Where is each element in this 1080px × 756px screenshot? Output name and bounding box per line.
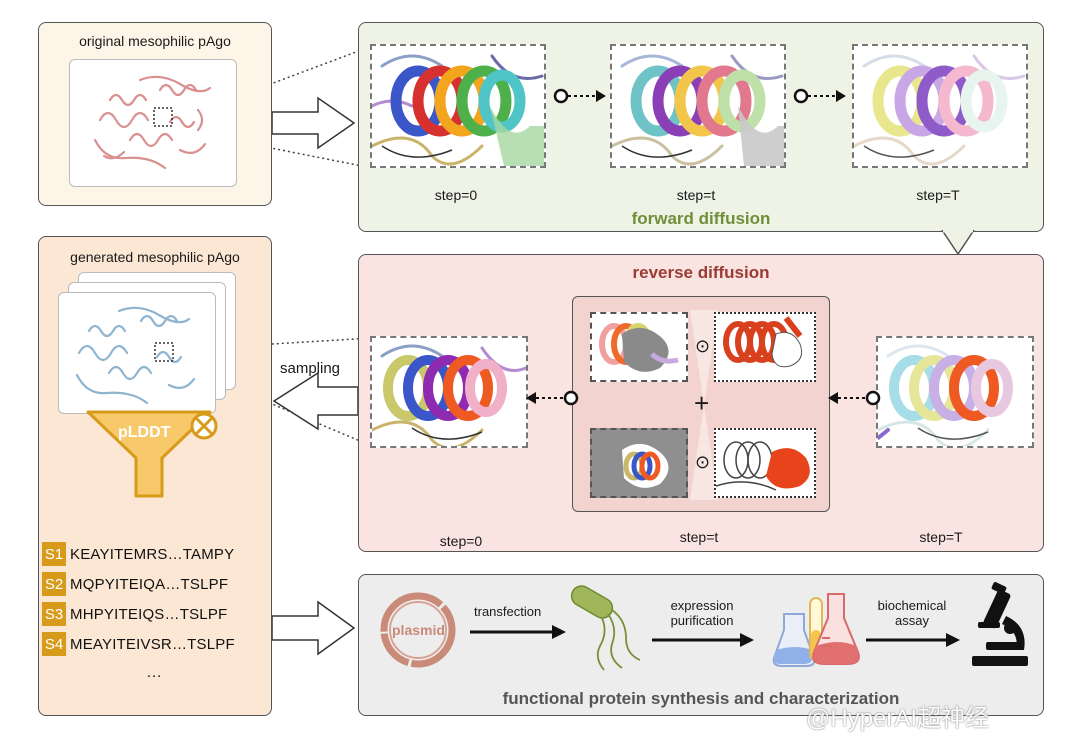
sequence-text: MQPYITEIQA…TSLPF xyxy=(70,575,229,593)
reverse-inner-bottom-left xyxy=(590,428,688,498)
sequence-row-4: S4 MEAYITEIVSR…TSLPF xyxy=(42,632,235,656)
watermark: @HyperAI超神经 xyxy=(806,705,990,732)
arrow-transfection xyxy=(470,625,566,639)
reverse-thumb-step-T xyxy=(876,336,1034,448)
plus-sign: + xyxy=(694,388,710,418)
reverse-thumb-step-0 xyxy=(370,336,528,448)
odot-bottom: ⊙ xyxy=(695,452,711,472)
purification-label: purification xyxy=(670,613,734,628)
reverse-step-0: step=0 xyxy=(439,533,483,549)
sampling-label: sampling xyxy=(280,360,341,377)
transfection-label: transfection xyxy=(474,604,542,619)
arrow-expression xyxy=(652,633,754,647)
reverse-arrow-2 xyxy=(526,390,579,406)
sequence-tag: S1 xyxy=(42,542,66,566)
sequence-text: MEAYITEIVSR…TSLPF xyxy=(70,635,235,653)
assay-label: assay xyxy=(895,613,929,628)
hollow-arrow-left xyxy=(272,371,359,431)
forward-diffusion-title: forward diffusion xyxy=(631,209,771,228)
plddt-label: pLDDT xyxy=(118,424,171,441)
plasmid-icon xyxy=(380,592,456,668)
plasmid-label: plasmid xyxy=(392,622,445,638)
sequence-row-3: S3 MHPYITEIQS…TSLPF xyxy=(42,602,227,626)
sequence-row-2: S2 MQPYITEIQA…TSLPF xyxy=(42,572,228,596)
forward-step-t: step=t xyxy=(676,187,716,203)
forward-arrow-1 xyxy=(553,88,606,104)
forward-panel-tail xyxy=(941,230,975,256)
generated-protein-image xyxy=(58,292,216,414)
protein-structure-icon xyxy=(75,306,196,405)
sequence-tag: S4 xyxy=(42,632,66,656)
synthesis-panel: functional protein synthesis and charact… xyxy=(358,574,1044,716)
original-pago-panel: original mesophilic pAgo xyxy=(38,22,272,206)
lab-flasks-icon xyxy=(772,593,860,667)
forward-arrow-2 xyxy=(793,88,846,104)
forward-thumb-step-t xyxy=(610,44,786,168)
biochemical-label: biochemical xyxy=(877,598,947,613)
hollow-arrow-right-1 xyxy=(271,96,356,150)
reverse-step-t: step=t xyxy=(679,529,719,545)
reverse-inner-top-left xyxy=(590,312,688,382)
sequence-tag: S2 xyxy=(42,572,66,596)
sequence-tag: S3 xyxy=(42,602,66,626)
reverse-inner-bottom-right xyxy=(714,428,816,498)
forward-step-0: step=0 xyxy=(434,187,478,203)
plddt-funnel xyxy=(86,410,218,498)
reverse-step-T: step=T xyxy=(919,529,963,545)
reverse-arrow-1 xyxy=(828,390,881,406)
odot-top: ⊙ xyxy=(695,336,711,356)
microscope-icon xyxy=(972,582,1028,666)
original-pago-title: original mesophilic pAgo xyxy=(79,33,231,49)
reverse-inner-top-right xyxy=(714,312,816,382)
original-protein-image xyxy=(69,59,237,187)
reverse-inner-hourglass xyxy=(690,310,718,500)
forward-thumb-step-T xyxy=(852,44,1028,168)
arrow-assay xyxy=(866,633,960,647)
sequence-ellipsis: … xyxy=(146,664,162,681)
synthesis-title: functional protein synthesis and charact… xyxy=(502,689,900,708)
forward-thumb-step-0 xyxy=(370,44,546,168)
generated-pago-title: generated mesophilic pAgo xyxy=(70,249,240,265)
sequence-row-1: S1 KEAYITEMRS…TAMPY xyxy=(42,542,234,566)
reverse-diffusion-title: reverse diffusion xyxy=(632,263,770,282)
sequence-text: KEAYITEMRS…TAMPY xyxy=(70,545,235,563)
expression-label: expression xyxy=(670,598,734,613)
sequence-text: MHPYITEIQS…TSLPF xyxy=(70,605,228,623)
protein-structure-icon xyxy=(93,75,212,170)
bacterium-icon xyxy=(570,585,641,671)
hollow-arrow-right-2 xyxy=(271,600,356,656)
forward-step-T: step=T xyxy=(916,187,960,203)
